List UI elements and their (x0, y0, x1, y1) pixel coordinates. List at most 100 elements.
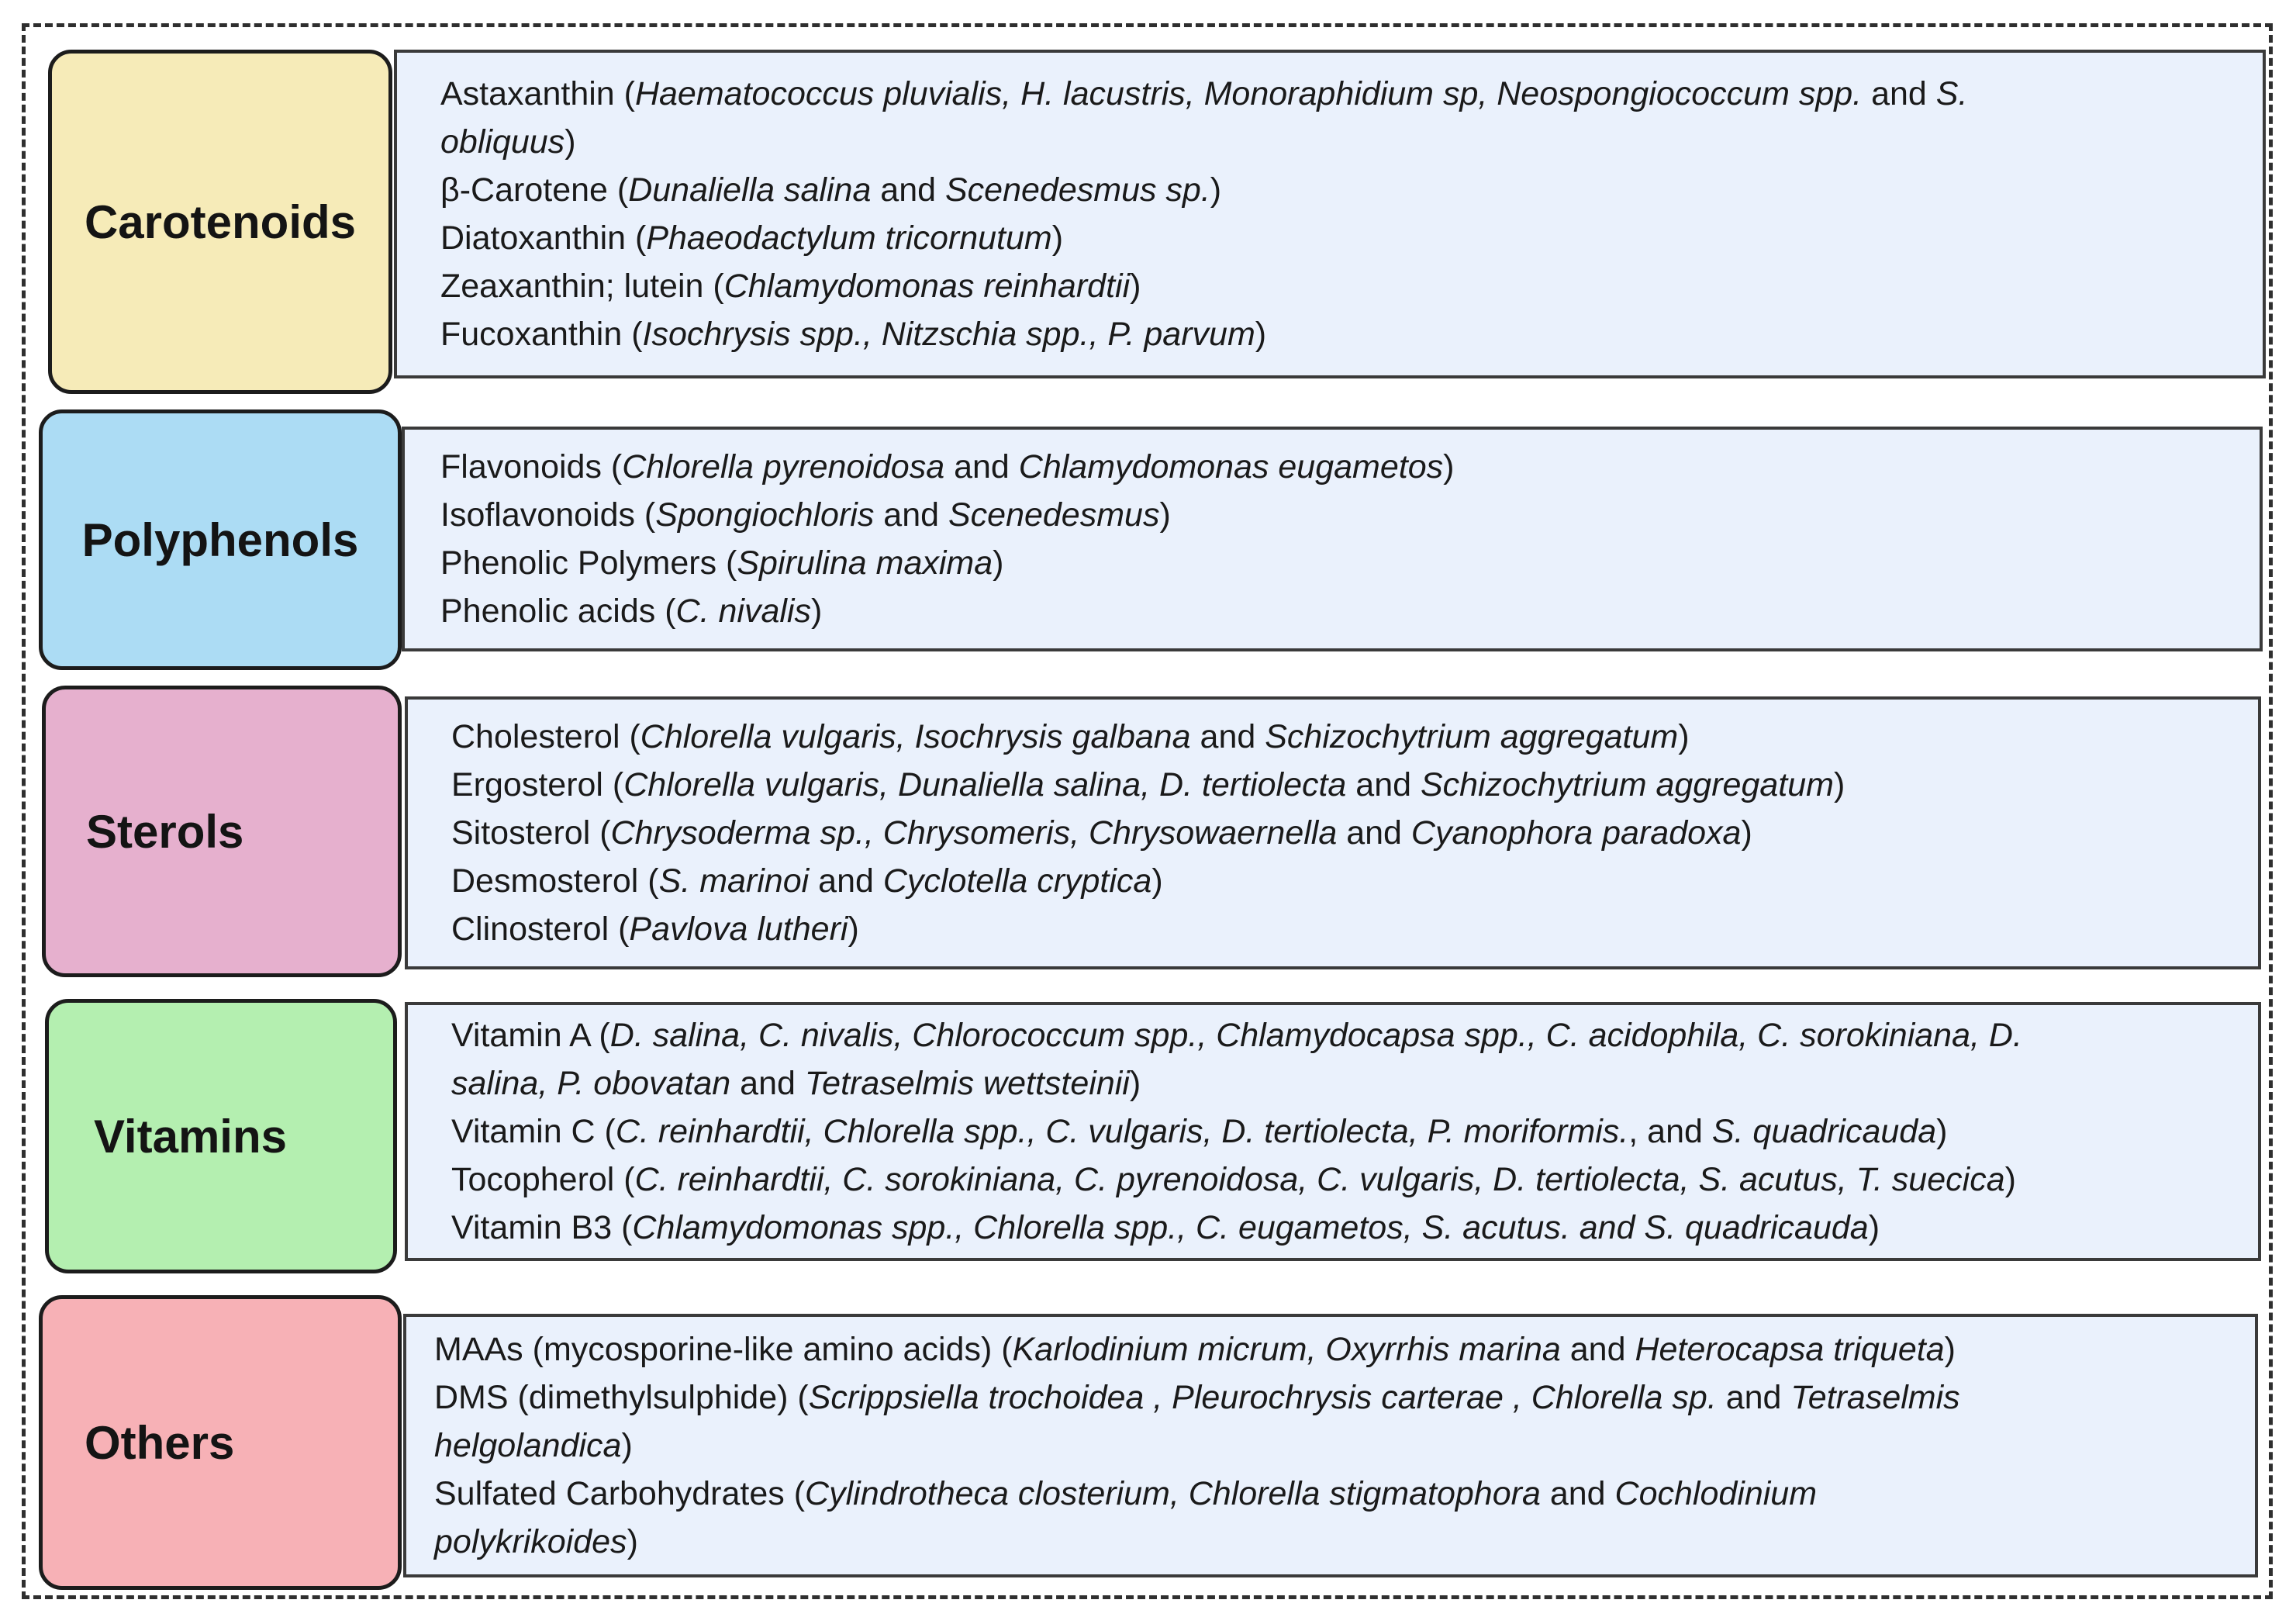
species-name: Chlamydomonas eugametos (1018, 448, 1444, 485)
compound-text: and (1716, 1379, 1791, 1416)
content-line: obliquus) (440, 118, 2263, 166)
content-panel-polyphenols: Flavonoids (Chlorella pyrenoidosa and Ch… (402, 427, 2263, 651)
compound-text: ) (1741, 814, 1752, 852)
category-label-vitamins: Vitamins (94, 1110, 287, 1163)
compound-text: Isoflavonoids ( (440, 496, 656, 534)
content-panel-sterols: Cholesterol (Chlorella vulgaris, Isochry… (405, 696, 2261, 969)
content-line: salina, P. obovatan and Tetraselmis wett… (451, 1059, 2258, 1107)
compound-text: DMS (dimethylsulphide) ( (434, 1379, 809, 1416)
compound-text: Phenolic Polymers ( (440, 544, 737, 582)
compound-text: ) (621, 1427, 633, 1464)
content-line: Flavonoids (Chlorella pyrenoidosa and Ch… (440, 443, 2260, 491)
content-line: Astaxanthin (Haematococcus pluvialis, H.… (440, 70, 2263, 118)
compound-text: ) (2004, 1161, 2016, 1198)
species-name: Scrippsiella trochoidea , Pleurochrysis … (808, 1379, 1717, 1416)
species-name: Pavlova lutheri (629, 910, 848, 948)
compound-text: and (871, 171, 945, 209)
content-line: DMS (dimethylsulphide) (Scrippsiella tro… (434, 1373, 2255, 1422)
compound-text: ) (993, 544, 1004, 582)
species-name: Cochlodinium (1614, 1475, 1818, 1512)
content-line: Sitosterol (Chrysoderma sp., Chrysomeris… (451, 809, 2258, 857)
compound-text: Zeaxanthin; lutein ( (440, 268, 724, 305)
content-line: Zeaxanthin; lutein (Chlamydomonas reinha… (440, 262, 2263, 310)
content-line: Phenolic acids (C. nivalis) (440, 587, 2260, 635)
compound-text: ) (1833, 766, 1845, 803)
species-name: Tetraselmis (1790, 1379, 1960, 1416)
compound-text: and (1862, 75, 1936, 112)
compound-text: Sulfated Carbohydrates ( (434, 1475, 806, 1512)
compound-text: Flavonoids ( (440, 448, 623, 485)
species-name: Cyanophora paradoxa (1410, 814, 1742, 852)
compound-text: and (1337, 814, 1411, 852)
content-panel-carotenoids: Astaxanthin (Haematococcus pluvialis, H.… (394, 50, 2266, 378)
species-name: polykrikoides (434, 1523, 627, 1560)
species-name: S. quadricauda (1711, 1113, 1937, 1150)
compound-text: ) (1159, 496, 1171, 534)
species-name: C. reinhardtii, Chlorella spp., C. vulga… (615, 1113, 1629, 1150)
species-name: Chlorella vulgaris, Dunaliella salina, D… (623, 766, 1347, 803)
species-name: S. (1935, 75, 1968, 112)
species-name: Chlorella vulgaris, Isochrysis galbana (640, 718, 1191, 755)
content-line: MAAs (mycosporine-like amino acids) (Kar… (434, 1325, 2255, 1373)
species-name: Dunaliella salina (628, 171, 872, 209)
compound-text: , and (1628, 1113, 1712, 1150)
content-line: Desmosterol (S. marinoi and Cyclotella c… (451, 857, 2258, 905)
category-box-sterols: Sterols (42, 686, 402, 977)
compound-text: and (944, 448, 1019, 485)
compound-text: Vitamin A ( (451, 1017, 610, 1054)
compound-text: β-Carotene ( (440, 171, 629, 209)
compound-text: ) (1051, 219, 1064, 257)
compound-text: Sitosterol ( (451, 814, 611, 852)
compound-text: and (1190, 718, 1265, 755)
species-name: obliquus (440, 123, 565, 161)
compound-text: ) (1868, 1209, 1880, 1246)
compound-text: Tocopherol ( (451, 1161, 635, 1198)
dashed-outer-frame (22, 23, 2273, 1599)
species-name: salina, P. obovatan (451, 1065, 731, 1102)
compound-text: ) (1255, 316, 1267, 353)
compound-text: Diatoxanthin ( (440, 219, 647, 257)
species-name: helgolandica (434, 1427, 622, 1464)
content-line: Clinosterol (Pavlova lutheri) (451, 905, 2258, 953)
species-name: Cyclotella cryptica (882, 862, 1152, 900)
species-name: Chlamydomonas reinhardtii (723, 268, 1131, 305)
content-line: Ergosterol (Chlorella vulgaris, Dunaliel… (451, 761, 2258, 809)
compound-text: ) (565, 123, 576, 161)
category-label-others: Others (85, 1416, 235, 1469)
compound-text: ) (1944, 1331, 1956, 1368)
species-name: Cylindrotheca closterium, Chlorella stig… (805, 1475, 1541, 1512)
content-line: Phenolic Polymers (Spirulina maxima) (440, 539, 2260, 587)
species-name: Scenedesmus sp. (945, 171, 1210, 209)
species-name: C. reinhardtii, C. sorokiniana, C. pyren… (634, 1161, 2005, 1198)
category-label-polyphenols: Polyphenols (81, 513, 359, 566)
compound-text: Vitamin B3 ( (451, 1209, 633, 1246)
compound-text: and (1560, 1331, 1635, 1368)
compound-text: and (1346, 766, 1421, 803)
category-label-carotenoids: Carotenoids (84, 195, 357, 248)
category-box-polyphenols: Polyphenols (39, 409, 402, 670)
species-name: Phaeodactylum tricornutum (646, 219, 1052, 257)
compound-text: ) (1678, 718, 1690, 755)
content-line: Vitamin B3 (Chlamydomonas spp., Chlorell… (451, 1204, 2258, 1252)
species-name: Schizochytrium aggregatum (1265, 718, 1679, 755)
compound-text: Astaxanthin ( (440, 75, 635, 112)
compound-text: ) (1210, 171, 1222, 209)
category-box-vitamins: Vitamins (45, 999, 397, 1273)
species-name: Spirulina maxima (737, 544, 993, 582)
category-box-others: Others (39, 1295, 402, 1590)
species-name: Heterocapsa triqueta (1635, 1331, 1945, 1368)
compound-text: Cholesterol ( (451, 718, 640, 755)
species-name: S. marinoi (658, 862, 810, 900)
species-name: Isochrysis spp., Nitzschia spp., P. parv… (642, 316, 1255, 353)
species-name: Spongiochloris (655, 496, 875, 534)
compound-text: ) (1443, 448, 1455, 485)
compound-text: ) (1130, 268, 1141, 305)
compound-text: Ergosterol ( (451, 766, 624, 803)
content-line: β-Carotene (Dunaliella salina and Scened… (440, 166, 2263, 214)
category-label-sterols: Sterols (86, 805, 244, 858)
compound-text: ) (1129, 1065, 1141, 1102)
compound-text: Phenolic acids ( (440, 593, 676, 630)
compound-text: ) (1151, 862, 1163, 900)
content-line: helgolandica) (434, 1422, 2255, 1470)
compound-text: and (809, 862, 883, 900)
